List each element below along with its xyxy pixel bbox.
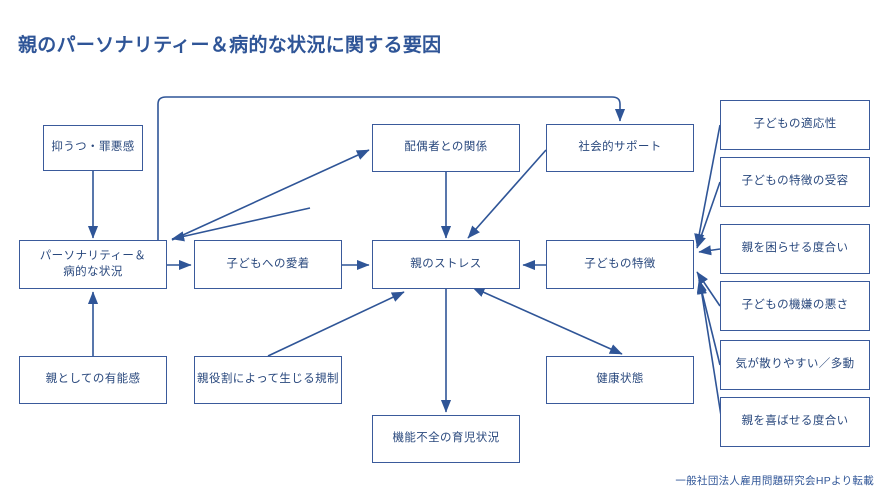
edge-child-moodiness-to-child-traits [696,271,721,307]
node-social-support[interactable]: 社会的サポート [546,124,694,172]
node-distractible[interactable]: 気が散りやすい／多動 [720,340,870,390]
node-child-traits[interactable]: 子どもの特徴 [546,240,694,289]
node-label: 子どもの適応性 [753,118,837,131]
node-health-status[interactable]: 健康状態 [546,356,694,404]
edge-parent-trouble-to-child-traits [698,245,721,256]
node-depression[interactable]: 抑うつ・罪悪感 [43,125,143,171]
node-attachment[interactable]: 子どもへの愛着 [194,240,342,289]
edge-please-parent-to-child-traits [696,281,723,423]
edge-parent-stress-health-status [471,287,623,355]
node-trait-acceptance[interactable]: 子どもの特徴の受容 [720,157,870,207]
node-dysfunctional-care[interactable]: 機能不全の育児状況 [372,415,520,463]
node-parent-stress[interactable]: 親のストレス [372,240,520,289]
node-parent-trouble[interactable]: 親を困らせる度合い [720,224,870,274]
node-label: 親役割によって生じる規制 [197,373,339,386]
node-please-parent[interactable]: 親を喜ばせる度合い [720,397,870,447]
edge-role-restriction-to-parent-stress [267,291,405,357]
node-label: 健康状態 [596,373,644,386]
node-personality[interactable]: パーソナリティー＆病的な状況 [19,240,167,289]
node-label: 機能不全の育児状況 [392,432,500,445]
node-role-restriction[interactable]: 親役割によって生じる規制 [194,356,342,404]
node-label: パーソナリティー＆病的な状況 [39,249,147,278]
page-title: 親のパーソナリティー＆病的な状況に関する要因 [18,35,442,56]
edge-distractible-to-child-traits [696,279,721,366]
edge-routed-into-personality [171,207,311,242]
node-label: 子どもの機嫌の悪さ [741,299,849,312]
footer-credit: 一般社団法人雇用問題研究会HPより転載 [675,475,874,487]
node-label: 親としての有能感 [45,373,141,386]
edge-child-adaptability-to-child-traits [694,124,721,247]
node-competence[interactable]: 親としての有能感 [19,356,167,404]
node-label: 抑うつ・罪悪感 [51,141,135,154]
node-label: 親を困らせる度合い [741,242,849,255]
node-child-moodiness[interactable]: 子どもの機嫌の悪さ [720,281,870,331]
node-child-adaptability[interactable]: 子どもの適応性 [720,100,870,150]
node-label: 子どもへの愛着 [226,257,310,270]
node-spouse-relation[interactable]: 配偶者との関係 [372,124,520,172]
node-label: 配偶者との関係 [404,141,488,154]
node-label: 子どもの特徴の受容 [741,175,849,188]
node-label: 社会的サポート [578,141,662,154]
node-label: 子どもの特徴 [584,257,656,270]
edge-personality-to-spouse-relation [171,149,370,241]
node-label: 親を喜ばせる度合い [741,415,849,428]
edge-trait-acceptance-to-child-traits [696,181,721,249]
node-label: 気が散りやすい／多動 [735,358,855,371]
node-label: 親のストレス [410,257,482,270]
